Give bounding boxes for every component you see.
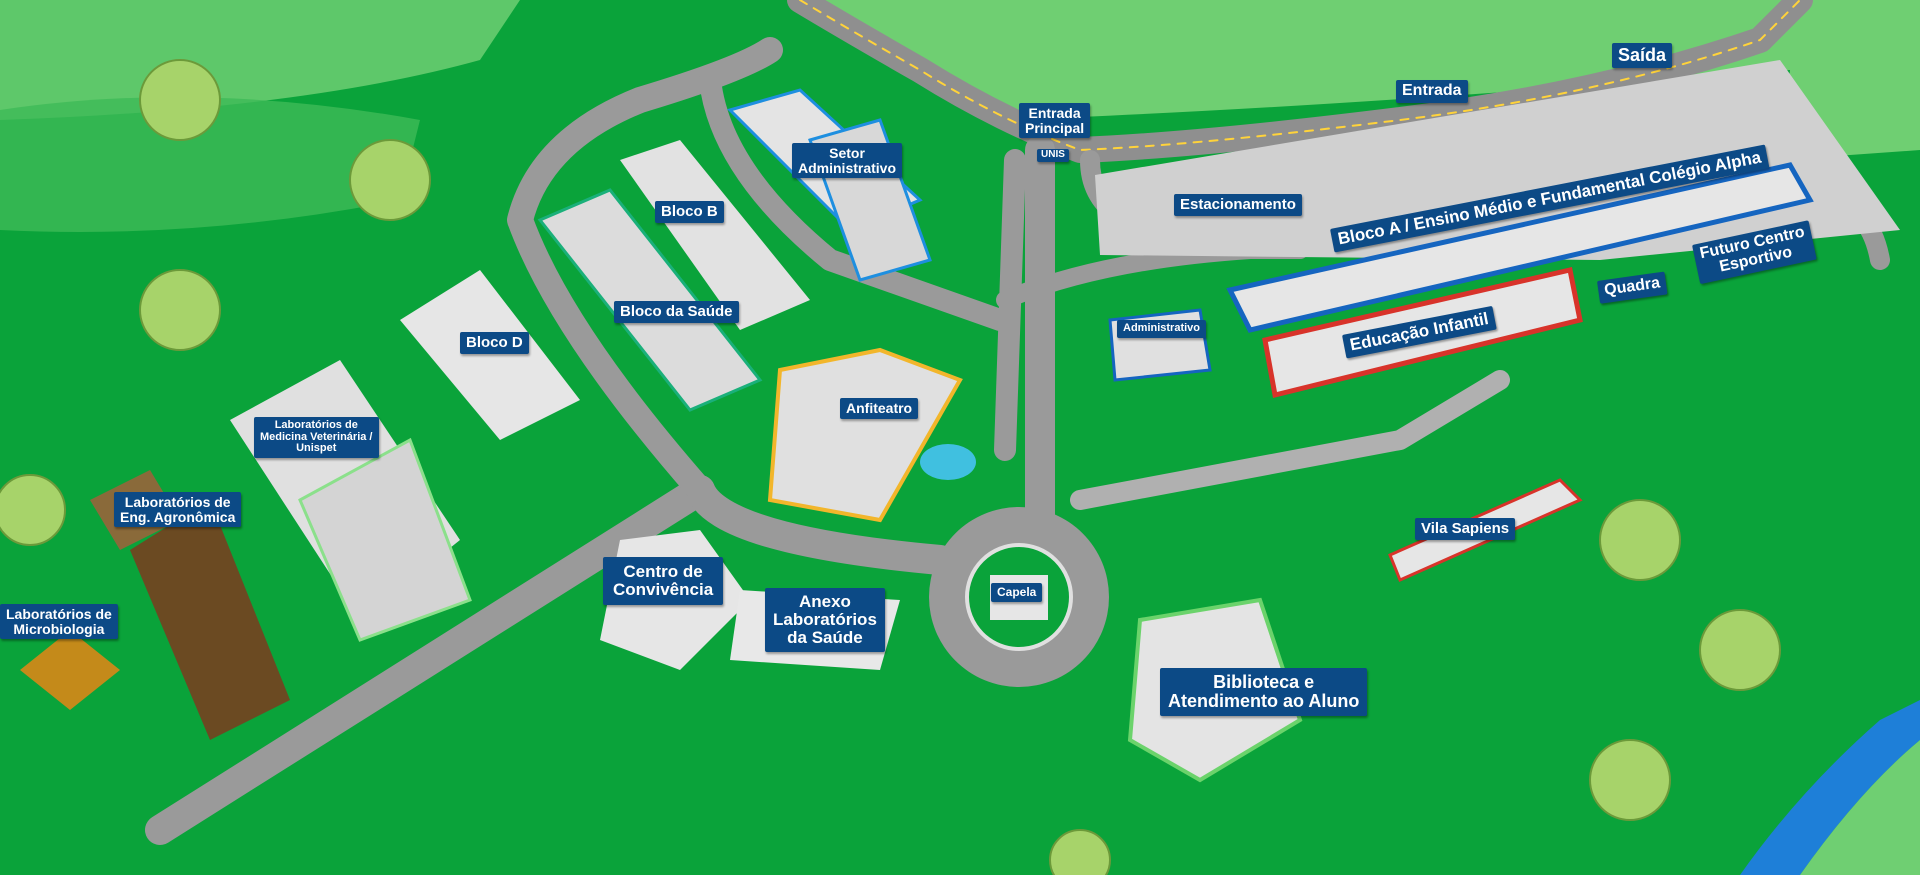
trees [0,59,1781,875]
label-saida: Saída [1612,43,1673,68]
label-lab-micro: Laboratórios de Microbiologia [0,604,118,640]
label-biblioteca: Biblioteca e Atendimento ao Aluno [1160,668,1368,716]
label-anfiteatro: Anfiteatro [840,398,919,419]
meadow-strip [0,97,420,232]
label-bloco-saude: Bloco da Saúde [614,301,739,323]
meadow-top-right [820,0,1920,160]
label-anexo-lab-saude: Anexo Laboratórios da Saúde [765,588,885,652]
label-administrativo: Administrativo [1117,320,1207,338]
gate-sign: UNIS [1037,149,1069,162]
label-entrada-principal: Entrada Principal [1019,103,1091,139]
label-vila-sapiens: Vila Sapiens [1415,518,1516,540]
river [1740,700,1920,875]
meadow-top-left [0,0,520,120]
label-centro-convivencia: Centro de Convivência [603,557,724,605]
label-lab-agro: Laboratórios de Eng. Agronômica [114,492,242,528]
label-lab-vet: Laboratórios de Medicina Veterinária / U… [254,417,379,458]
label-estacionamento: Estacionamento [1174,194,1302,216]
label-capela: Capela [991,583,1043,602]
meadow-bottom-right [1800,740,1920,875]
label-entrada: Entrada [1396,80,1468,103]
label-bloco-d: Bloco D [460,332,529,354]
label-bloco-b: Bloco B [655,201,724,223]
label-setor-administrativo: Setor Administrativo [792,143,903,179]
